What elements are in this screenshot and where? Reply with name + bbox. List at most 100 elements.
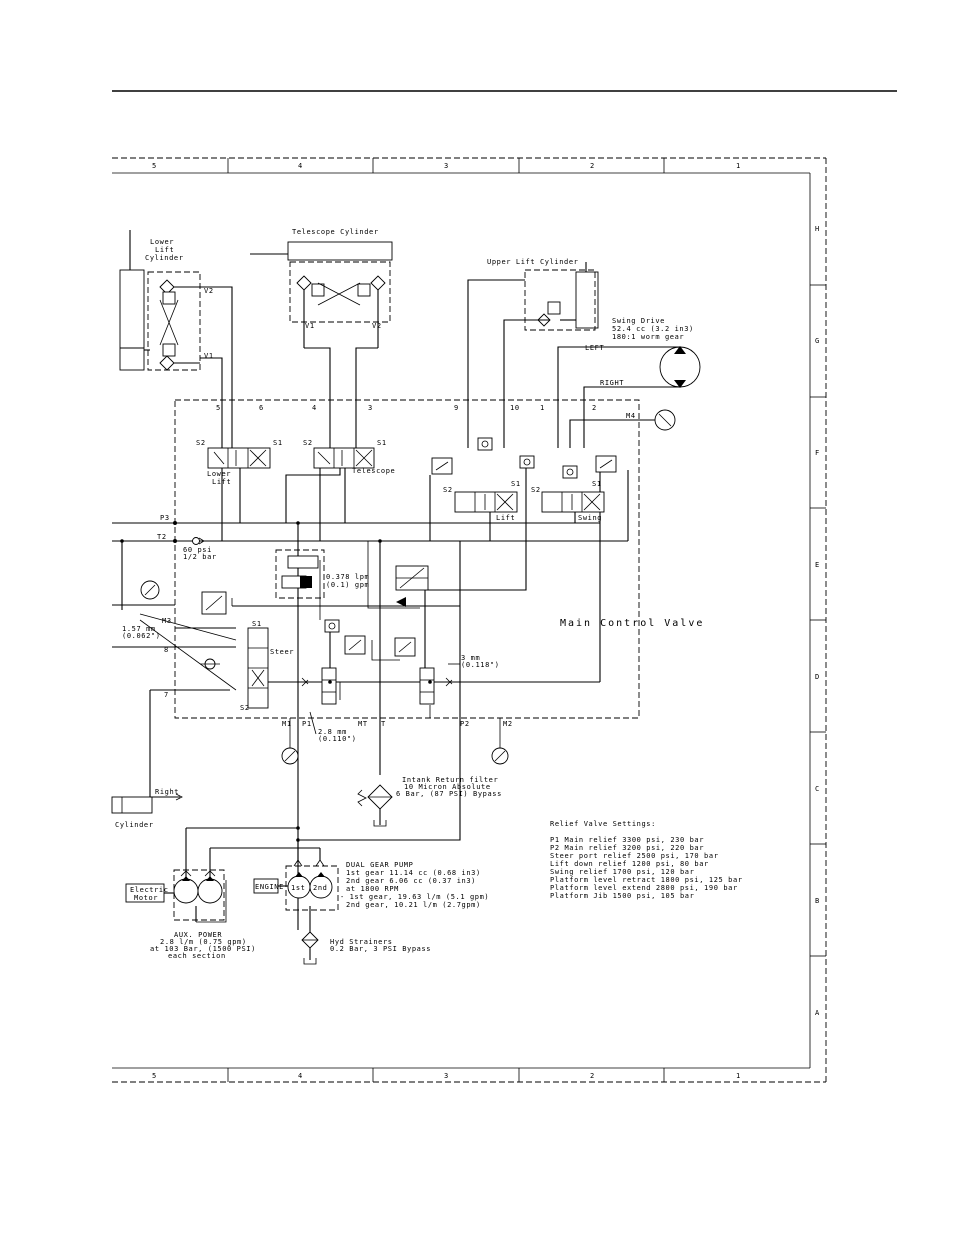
drawing-frame: 5 4 3 2 1 5 4 3 2 1 H G F E D C B A bbox=[112, 157, 827, 1083]
strainer-label-1: Hyd Strainers bbox=[330, 938, 393, 946]
s2-label: S2 bbox=[196, 439, 206, 447]
relief-setting: P1 Main relief 3300 psi, 230 bar bbox=[550, 836, 704, 844]
flow-label-1: 0.378 lpm bbox=[326, 573, 369, 581]
electric-motor-label-2: Motor bbox=[134, 894, 158, 902]
orifice-157-label-1: 1.57 mm bbox=[122, 625, 156, 633]
port-t2: T2 bbox=[157, 533, 167, 541]
col-label: 3 bbox=[444, 1072, 449, 1080]
lift-spool: S2 S1 Lift bbox=[443, 480, 521, 522]
flow-label-2: (0.1) gpm bbox=[326, 581, 369, 589]
s2-label: S2 bbox=[531, 486, 541, 494]
pump-title: DUAL GEAR PUMP bbox=[346, 861, 413, 869]
row-label: H bbox=[815, 225, 820, 233]
relief-valve-icon bbox=[431, 455, 617, 475]
col-label: 4 bbox=[298, 1072, 303, 1080]
s2-label: S2 bbox=[303, 439, 313, 447]
s1-label: S1 bbox=[511, 480, 521, 488]
steer-spool: Steer S2 S1 bbox=[240, 620, 294, 712]
relief-setting: Lift down relief 1200 psi, 80 bar bbox=[550, 860, 709, 868]
aux-label-3: at 103 Bar, (1500 PSI) bbox=[150, 945, 256, 953]
s1-label: S1 bbox=[252, 620, 262, 628]
row-label: E bbox=[815, 561, 820, 569]
col-label: 3 bbox=[444, 162, 449, 170]
port-label: 2 bbox=[592, 404, 597, 412]
lower-lift-spool: S2 S1 Lower Lift bbox=[196, 439, 282, 486]
port-mt: MT bbox=[358, 720, 368, 728]
col-label: 1 bbox=[736, 162, 741, 170]
aux-label-4: each section bbox=[168, 952, 226, 960]
steer-label: Steer bbox=[270, 648, 294, 656]
telescope-label: Telescope Cylinder bbox=[292, 228, 379, 236]
aux-label-2: 2.8 l/m (0.75 gpm) bbox=[160, 938, 247, 946]
row-label: G bbox=[815, 337, 820, 345]
row-label: C bbox=[815, 785, 820, 793]
port-v2: V2 bbox=[372, 322, 382, 330]
relief-title: Relief Valve Settings: bbox=[550, 820, 656, 828]
steer-cylinder: Right Cylinder bbox=[111, 788, 183, 829]
row-label: D bbox=[815, 673, 820, 681]
relief-setting: P2 Main relief 3200 psi, 220 bar bbox=[550, 844, 704, 852]
s2-label: S2 bbox=[443, 486, 453, 494]
lift-spool-label: Lift bbox=[496, 514, 515, 522]
check-valve-icon bbox=[192, 537, 205, 545]
pump-spec-5: 2nd gear, 10.21 l/m (2.7gpm) bbox=[346, 901, 481, 909]
gauge-icon bbox=[140, 580, 160, 600]
steer-cylinder-label: Cylinder bbox=[115, 821, 154, 829]
return-filter: Intank Return filter 10 Micron Absolute … bbox=[357, 776, 502, 827]
aux-power-pump: Electric Motor AUX. POWER 2.8 l/m (0.75 … bbox=[125, 869, 256, 960]
pump-spec-3: at 1800 RPM bbox=[346, 885, 399, 893]
filter-label-1: Intank Return filter bbox=[402, 776, 498, 784]
port-v1: V1 bbox=[305, 322, 315, 330]
relief-setting: Platform Jib 1500 psi, 105 bar bbox=[550, 892, 694, 900]
filter-label-3: 6 Bar, (87 PSI) Bypass bbox=[396, 790, 502, 798]
upper-lift-label: Upper Lift Cylinder bbox=[487, 258, 578, 266]
col-label: 2 bbox=[590, 1072, 595, 1080]
lower-lift-label-1: Lower bbox=[150, 238, 174, 246]
port-p3: P3 bbox=[160, 514, 170, 522]
main-control-valve-title: Main Control Valve bbox=[560, 618, 704, 629]
filter-label-2: 10 Micron Absolute bbox=[404, 783, 491, 791]
col-label: 4 bbox=[298, 162, 303, 170]
port-label: 6 bbox=[259, 404, 264, 412]
hydraulic-lines bbox=[112, 279, 680, 930]
steer-right-label: Right bbox=[155, 788, 179, 796]
port-m2: M2 bbox=[503, 720, 513, 728]
port-m3: M3 bbox=[162, 617, 172, 625]
solenoid-valve-icon bbox=[201, 565, 429, 657]
relief-setting: Steer port relief 2500 psi, 170 bar bbox=[550, 852, 719, 860]
main-control-valve-outline bbox=[174, 399, 640, 719]
swing-right-label: RIGHT bbox=[600, 379, 624, 387]
orifice-28-label-1: 2.8 mm bbox=[318, 728, 347, 736]
lower-lift-cylinder: Lower Lift Cylinder V2 V1 bbox=[119, 230, 213, 371]
small-spool-icon bbox=[321, 667, 435, 705]
electric-motor-label-1: Electric bbox=[130, 886, 169, 894]
port-8: 8 bbox=[164, 646, 169, 654]
port-7: 7 bbox=[164, 691, 169, 699]
flow-control-valve: 0.378 lpm (0.1) gpm bbox=[275, 549, 369, 599]
gauge-icon bbox=[281, 747, 509, 765]
col-label: 2 bbox=[590, 162, 595, 170]
port-t: T bbox=[381, 720, 386, 728]
swing-spool-label: Swing bbox=[578, 514, 602, 522]
upper-lift-cylinder: Upper Lift Cylinder bbox=[487, 258, 599, 331]
orifice-28-label-2: (0.110") bbox=[318, 735, 357, 743]
port-label: 10 bbox=[510, 404, 520, 412]
s1-label: S1 bbox=[592, 480, 602, 488]
dual-gear-pump: 1st 2nd ENGINE DUAL GEAR PUMP 1st gear 1… bbox=[253, 859, 489, 911]
check-60psi-label-1: 60 psi bbox=[183, 546, 212, 554]
row-label: A bbox=[815, 1009, 820, 1017]
gauge-m4-label: M4 bbox=[626, 412, 636, 420]
port-label: 9 bbox=[454, 404, 459, 412]
telescope-cylinder: Telescope Cylinder V1 V2 bbox=[250, 228, 393, 348]
lower-lift-spool-label-2: Lift bbox=[212, 478, 231, 486]
swing-drive-label-3: 180:1 worm gear bbox=[612, 333, 684, 341]
swing-spool: S2 S1 Swing bbox=[531, 480, 605, 522]
junction-dots bbox=[120, 521, 432, 842]
pump-spec-4: - 1st gear, 19.63 l/m (5.1 gpm) bbox=[340, 893, 489, 901]
row-label: B bbox=[815, 897, 820, 905]
check-valve-icon bbox=[200, 658, 220, 670]
check-60psi-label-2: 1/2 bar bbox=[183, 553, 217, 561]
pump-spec-2: 2nd gear 6.06 cc (0.37 in3) bbox=[346, 877, 476, 885]
port-p2: P2 bbox=[460, 720, 470, 728]
